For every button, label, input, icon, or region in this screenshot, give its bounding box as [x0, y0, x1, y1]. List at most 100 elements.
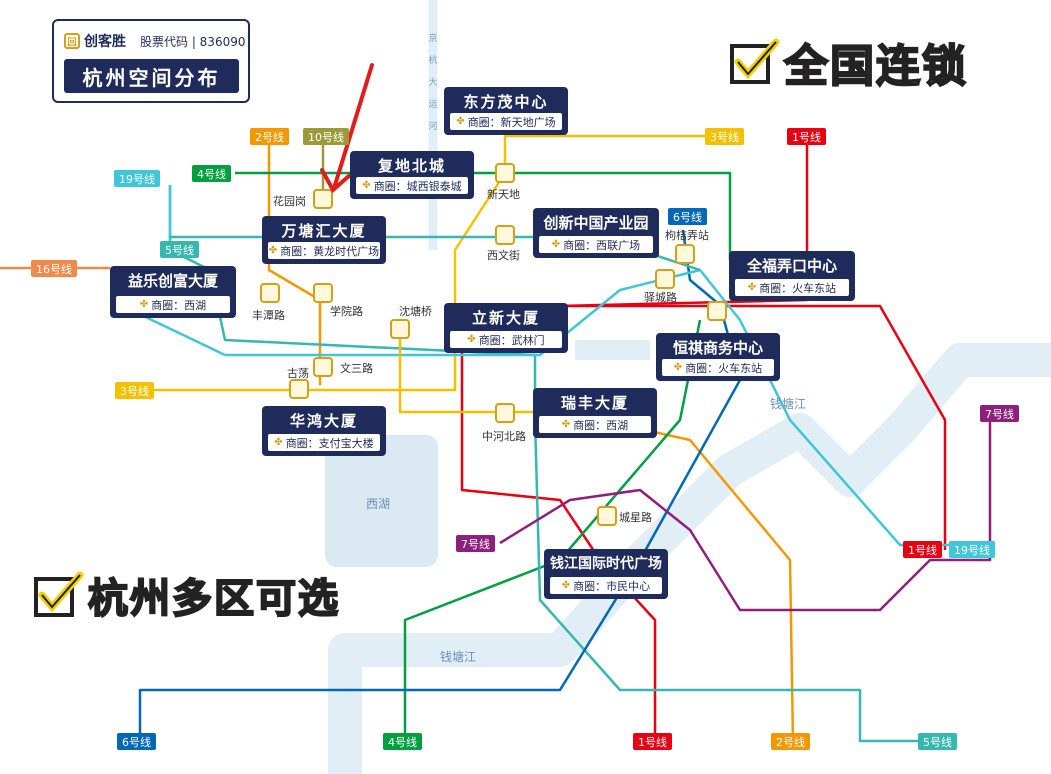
station-area: 商圈：火车东站 [759, 281, 837, 295]
station-area: 商圈：城西银泰城 [373, 179, 462, 193]
stop-label-xintiandi: 新天地 [487, 188, 520, 201]
marker-chengxinglu [597, 506, 617, 526]
line-tag-7-right: 7号线 [980, 405, 1019, 422]
line-tag-7-left: 7号线 [456, 535, 495, 552]
people-icon: ✤ [561, 419, 571, 430]
line-tag-5-bottom: 5号线 [918, 733, 957, 750]
people-icon: ✤ [561, 580, 571, 591]
station-wantanghui[interactable]: 万塘汇大厦 ✤商圈：黄龙时代广场 [262, 216, 386, 264]
station-chuangxin[interactable]: 创新中国产业园 ✤商圈：西联广场 [533, 208, 659, 258]
line-tag-2-bottom: 2号线 [771, 733, 810, 750]
station-area: 商圈：市民中心 [573, 579, 651, 593]
marker-goujunong [675, 244, 695, 264]
station-name: 瑞丰大厦 [560, 394, 629, 412]
station-area: 商圈：支付宝大楼 [285, 436, 374, 450]
station-name: 华鸿大厦 [289, 412, 358, 430]
brand-logo-icon: 回 [64, 33, 80, 49]
station-qianjiang[interactable]: 钱江国际时代广场 ✤商圈：市民中心 [544, 549, 668, 599]
line-tag-1-top: 1号线 [787, 128, 826, 145]
marker-xiwenjie [495, 225, 515, 245]
marker-wensanlu [313, 357, 333, 377]
line-tag-6-top: 6号线 [668, 208, 707, 225]
marker-xueyuanlu [313, 283, 333, 303]
station-area: 商圈：武林门 [478, 333, 545, 347]
station-ruifeng[interactable]: 瑞丰大厦 ✤商圈：西湖 [533, 388, 657, 438]
station-yileaichuangfu[interactable]: 益乐创富大厦 ✤商圈：西湖 [110, 266, 236, 318]
station-fudibeicheng[interactable]: 复地北城 ✤商圈：城西银泰城 [350, 151, 474, 199]
national-chain-text: 全国连锁 [783, 40, 968, 93]
station-name: 创新中国产业园 [543, 214, 649, 232]
station-area: 商圈：西湖 [151, 298, 207, 312]
line-tag-19-right: 19号线 [949, 541, 995, 558]
line-tag-16: 16号线 [31, 260, 77, 277]
marker-xintiandi [495, 163, 515, 183]
stop-label-shentangqiao: 沈塘桥 [399, 305, 432, 318]
line-7 [499, 420, 992, 612]
people-icon: ✤ [362, 180, 371, 191]
grand-canal-label: 京杭大运河 [428, 34, 438, 132]
qiantang-label-east: 钱塘江 [770, 397, 807, 411]
station-quanfunongkou[interactable]: 全福弄口中心 ✤商圈：火车东站 [729, 251, 855, 301]
west-lake-label: 西湖 [366, 497, 391, 511]
stop-label-wensanlu: 文三路 [340, 362, 373, 375]
checkbox-icon [730, 38, 780, 84]
line-tag-3-top: 3号线 [705, 128, 744, 145]
stop-label-fengtanlu: 丰潭路 [252, 309, 285, 322]
stop-label-huayuangang: 花园岗 [273, 195, 306, 208]
checkbox-icon [34, 571, 84, 617]
people-icon: ✤ [747, 282, 757, 293]
line-tag-6-bottom: 6号线 [117, 733, 156, 750]
marker-fengtanlu [260, 283, 280, 303]
station-area: 商圈：西湖 [573, 418, 629, 432]
marker-east [707, 301, 727, 321]
station-lixin[interactable]: 立新大厦 ✤商圈：武林门 [444, 303, 568, 353]
line-tag-4-top: 4号线 [192, 165, 231, 182]
stop-label-yichenglu: 驿城路 [644, 291, 677, 304]
national-chain-stamp: 全国连锁 [728, 30, 968, 94]
station-area: 商圈：西联广场 [563, 238, 641, 252]
line-6 [138, 229, 742, 741]
marker-gudang [289, 379, 309, 399]
station-name: 恒祺商务中心 [672, 339, 763, 357]
page-title: 杭州空间分布 [64, 59, 239, 93]
station-hengqi[interactable]: 恒祺商务中心 ✤商圈：火车东站 [656, 333, 780, 381]
stop-label-chengxinglu: 城星路 [619, 511, 652, 524]
station-huahong[interactable]: 华鸿大厦 ✤商圈：支付宝大楼 [262, 406, 386, 456]
station-markers [260, 163, 727, 526]
line-tag-19-top: 19号线 [114, 170, 160, 187]
marker-yichenglu [655, 269, 675, 289]
stop-label-xueyuanlu: 学院路 [330, 305, 363, 318]
red-arrow-icon [320, 63, 374, 194]
line-tag-1-bottom: 1号线 [633, 733, 672, 750]
people-icon: ✤ [274, 437, 283, 448]
station-area: 商圈：黄龙时代广场 [280, 244, 380, 258]
line-tag-2-top: 2号线 [250, 128, 289, 145]
districts-text: 杭州多区可选 [87, 575, 340, 623]
people-icon: ✤ [139, 299, 149, 310]
station-name: 全福弄口中心 [746, 257, 837, 275]
station-name: 万塘汇大厦 [281, 222, 367, 240]
line-tag-1-right: 1号线 [903, 541, 942, 558]
stop-label-xiwenjie: 西文街 [487, 249, 520, 262]
station-dongfangmao[interactable]: 东方茂中心 ✤商圈：新天地广场 [444, 87, 568, 135]
people-icon: ✤ [268, 245, 278, 256]
brand: 回 创客胜 [64, 31, 126, 51]
station-name: 立新大厦 [471, 309, 540, 327]
stop-label-gudang: 古荡 [287, 367, 309, 380]
people-icon: ✤ [551, 239, 561, 250]
station-name: 复地北城 [377, 157, 446, 175]
line-yellow-mid [398, 330, 535, 414]
marker-zhonghebeilu [495, 403, 515, 423]
brand-name: 创客胜 [84, 34, 126, 50]
header-card: 回 创客胜 股票代码 | 836090 杭州空间分布 [52, 19, 250, 103]
people-icon: ✤ [456, 116, 465, 127]
line-tag-5-top: 5号线 [160, 241, 199, 258]
line-tag-3-left: 3号线 [115, 382, 154, 399]
line-tag-4-bottom: 4号线 [383, 733, 422, 750]
marker-shentangqiao [390, 319, 410, 339]
people-icon: ✤ [673, 362, 683, 373]
station-name: 东方茂中心 [463, 93, 549, 111]
marker-huayuangang [313, 189, 333, 209]
stop-label-zhonghebeilu: 中河北路 [482, 430, 526, 443]
west-lake [325, 435, 438, 567]
